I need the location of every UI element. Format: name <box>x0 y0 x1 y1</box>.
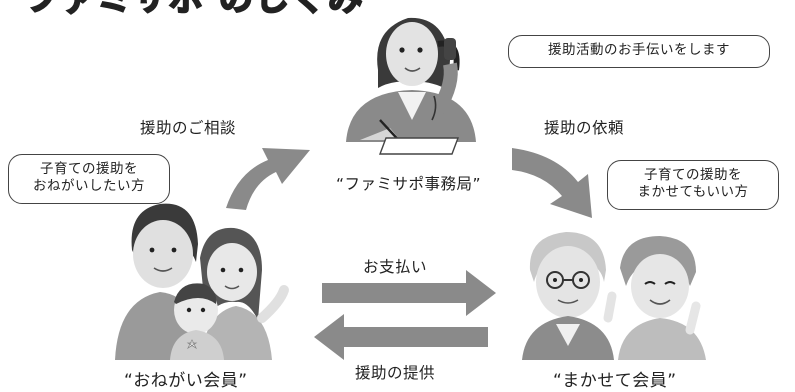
support-arrow <box>314 314 488 360</box>
consult-label: 援助のご相談 <box>140 119 237 137</box>
requester-family-illustration <box>115 203 289 360</box>
office-role-text: 援助活動のお手伝いをします <box>548 42 730 58</box>
payment-label: お支払い <box>363 258 428 276</box>
provider-bubble: 子育ての援助を まかせてもいい方 <box>607 160 779 210</box>
office-role-bubble: 援助活動のお手伝いをします <box>508 35 770 68</box>
diagram-title: ファミサポ のしくみ <box>25 0 364 19</box>
requester-bubble-line-1: 子育ての援助を <box>40 161 138 177</box>
support-label: 援助の提供 <box>355 364 436 382</box>
payment-arrow <box>322 270 496 316</box>
provider-bubble-line-1: 子育ての援助を <box>644 167 742 183</box>
provider-bubble-line-2: まかせてもいい方 <box>637 184 749 200</box>
request-arrow <box>512 148 592 218</box>
consult-arrow <box>226 148 310 210</box>
provider-label: “まかせて会員” <box>553 371 677 391</box>
requester-bubble-line-2: おねがいしたい方 <box>33 178 145 194</box>
requester-label: “おねがい会員” <box>124 371 248 391</box>
provider-couple-illustration <box>522 232 706 360</box>
office-staff-illustration <box>346 17 476 155</box>
requester-bubble: 子育ての援助を おねがいしたい方 <box>8 154 170 204</box>
request-label: 援助の依頼 <box>544 119 625 137</box>
office-label: “ファミサポ事務局” <box>336 175 482 193</box>
